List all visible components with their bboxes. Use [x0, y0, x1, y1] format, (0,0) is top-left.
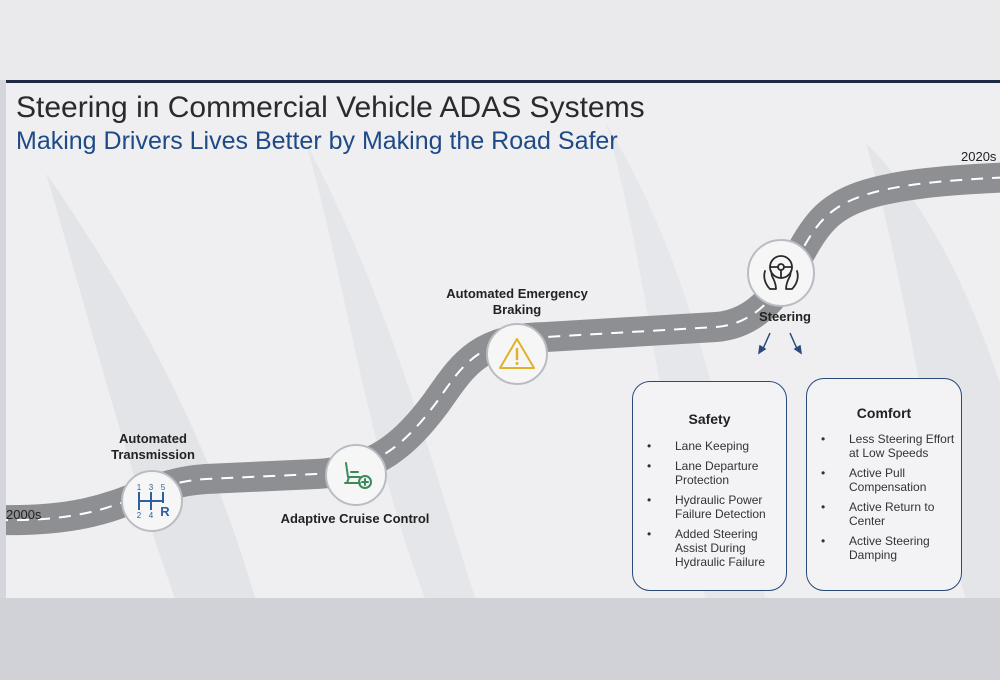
page-title: Steering in Commercial Vehicle ADAS Syst…	[16, 91, 645, 124]
milestone-adaptive-cruise-control-label: Adaptive Cruise Control	[280, 511, 430, 526]
page-subtitle: Making Drivers Lives Better by Making th…	[16, 127, 618, 155]
arrows-to-cards	[758, 332, 802, 355]
era-start-label: 2000s	[6, 507, 42, 522]
comfort-item: Active Return to Center	[807, 500, 961, 528]
milestone-automated-emergency-braking-label: Automated Emergency Braking	[446, 286, 588, 317]
milestone-adaptive-cruise-control-node	[325, 444, 387, 506]
comfort-item: Active Pull Compensation	[807, 466, 961, 494]
gear-shift-icon: 1 3 5 2 4 R	[137, 483, 171, 520]
era-end-label: 2020s	[961, 149, 997, 164]
steering-wheel-hands-icon	[763, 255, 799, 290]
gear-number-1: 1	[137, 483, 142, 492]
safety-item: Added Steering Assist During Hydraulic F…	[633, 527, 786, 569]
bottom-band	[0, 598, 1000, 680]
milestone-automated-emergency-braking-node	[486, 323, 548, 385]
top-band	[0, 0, 1000, 80]
safety-item: Lane Departure Protection	[633, 459, 786, 487]
safety-card-title: Safety	[688, 411, 731, 427]
gear-number-5: 5	[161, 483, 166, 492]
milestone-automated-transmission-node: 1 3 5 2 4 R	[121, 470, 183, 532]
gear-number-2: 2	[137, 511, 142, 520]
safety-list: Lane Keeping Lane Departure Protection H…	[633, 439, 786, 569]
comfort-item: Less Steering Effort at Low Speeds	[807, 432, 961, 460]
warning-triangle-icon	[499, 338, 535, 369]
safety-card: Safety Lane Keeping Lane Departure Prote…	[632, 381, 787, 591]
milestone-automated-transmission-label: Automated Transmission	[111, 431, 195, 462]
safety-item: Lane Keeping	[633, 439, 786, 453]
gear-number-r: R	[160, 504, 170, 519]
comfort-item: Active Steering Damping	[807, 534, 961, 562]
comfort-card-title: Comfort	[856, 405, 912, 421]
safety-item: Hydraulic Power Failure Detection	[633, 493, 786, 521]
gear-number-4: 4	[149, 511, 154, 520]
comfort-list: Less Steering Effort at Low Speeds Activ…	[807, 432, 961, 562]
milestone-steering-node	[747, 239, 815, 307]
comfort-card: Comfort Less Steering Effort at Low Spee…	[806, 378, 962, 591]
milestone-steering-label: Steering	[758, 309, 811, 324]
gear-number-3: 3	[149, 483, 154, 492]
seat-plus-icon	[344, 462, 372, 489]
slide: Steering in Commercial Vehicle ADAS Syst…	[6, 80, 1000, 598]
